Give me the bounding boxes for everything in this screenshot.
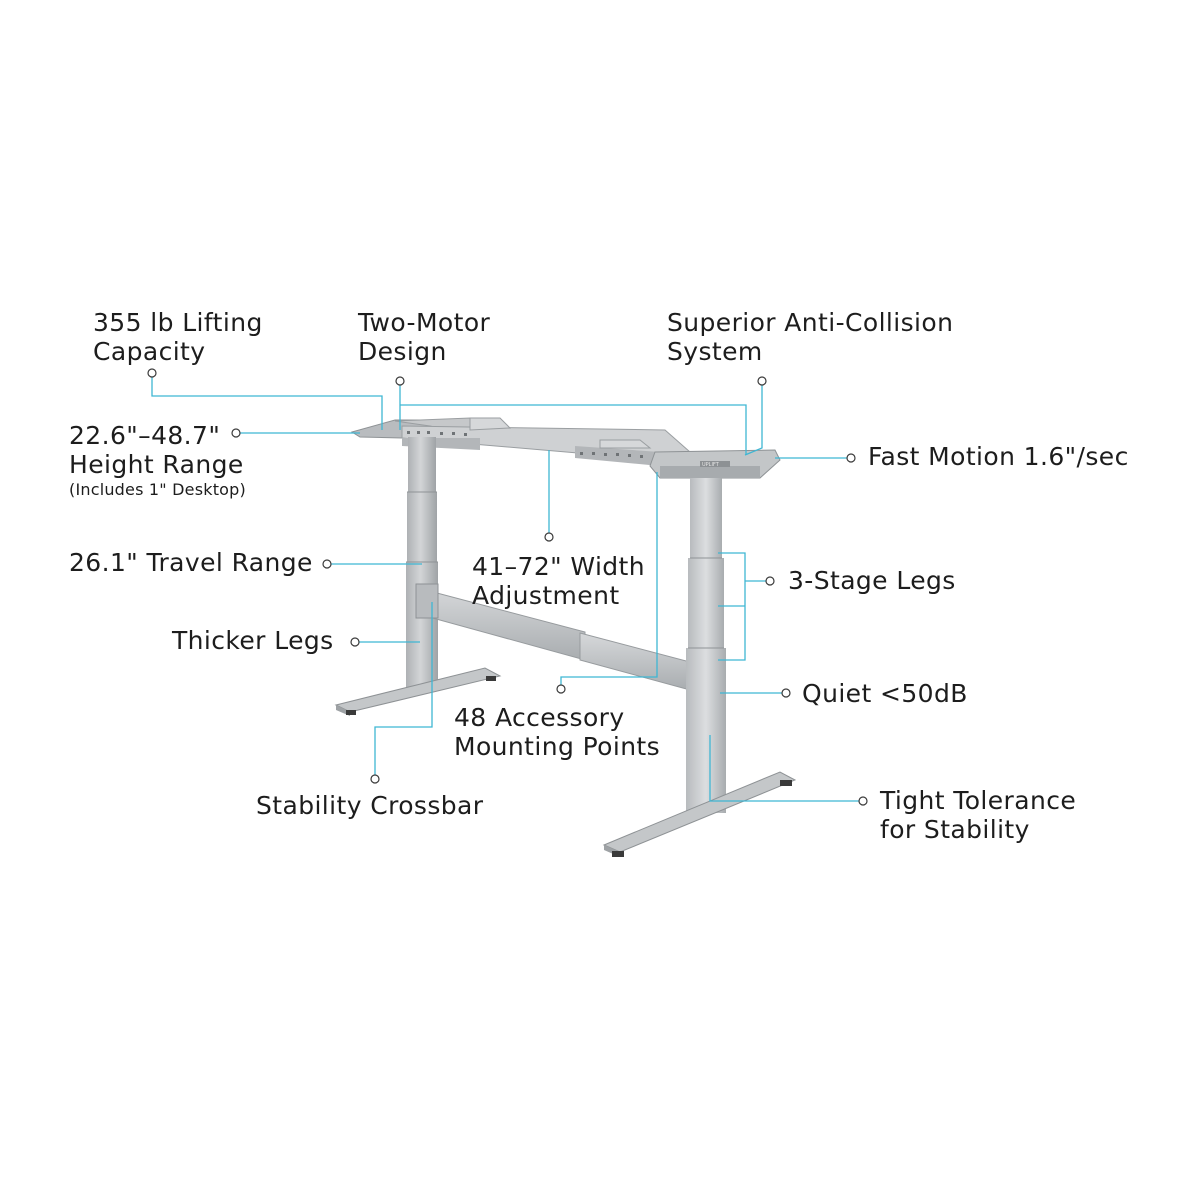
leader-dots bbox=[147, 368, 868, 806]
label-stability-crossbar: Stability Crossbar bbox=[256, 791, 484, 820]
label-three-stage-legs: 3-Stage Legs bbox=[788, 566, 956, 595]
right-leg bbox=[602, 478, 797, 857]
label-travel-range: 26.1" Travel Range bbox=[69, 548, 313, 577]
top-frame: UPLIFT bbox=[350, 417, 781, 479]
label-height-range: 22.6"–48.7" Height Range (Includes 1" De… bbox=[69, 421, 246, 499]
label-accessory-points: 48 Accessory Mounting Points bbox=[454, 703, 661, 761]
label-thicker-legs: Thicker Legs bbox=[172, 626, 334, 655]
leader-lines bbox=[151, 377, 863, 802]
frame-badge: UPLIFT bbox=[702, 462, 720, 468]
label-quiet: Quiet <50dB bbox=[802, 679, 968, 708]
label-width-adjustment: 41–72" Width Adjustment bbox=[472, 552, 646, 610]
label-fast-motion: Fast Motion 1.6"/sec bbox=[868, 442, 1129, 471]
label-two-motor: Two-Motor Design bbox=[358, 308, 491, 366]
height-range-note: (Includes 1" Desktop) bbox=[69, 480, 246, 499]
label-tight-tolerance: Tight Tolerance for Stability bbox=[880, 786, 1077, 844]
left-leg bbox=[334, 437, 502, 716]
label-anti-collision: Superior Anti-Collision System bbox=[667, 308, 954, 366]
label-lifting-capacity: 355 lb Lifting Capacity bbox=[93, 308, 263, 366]
